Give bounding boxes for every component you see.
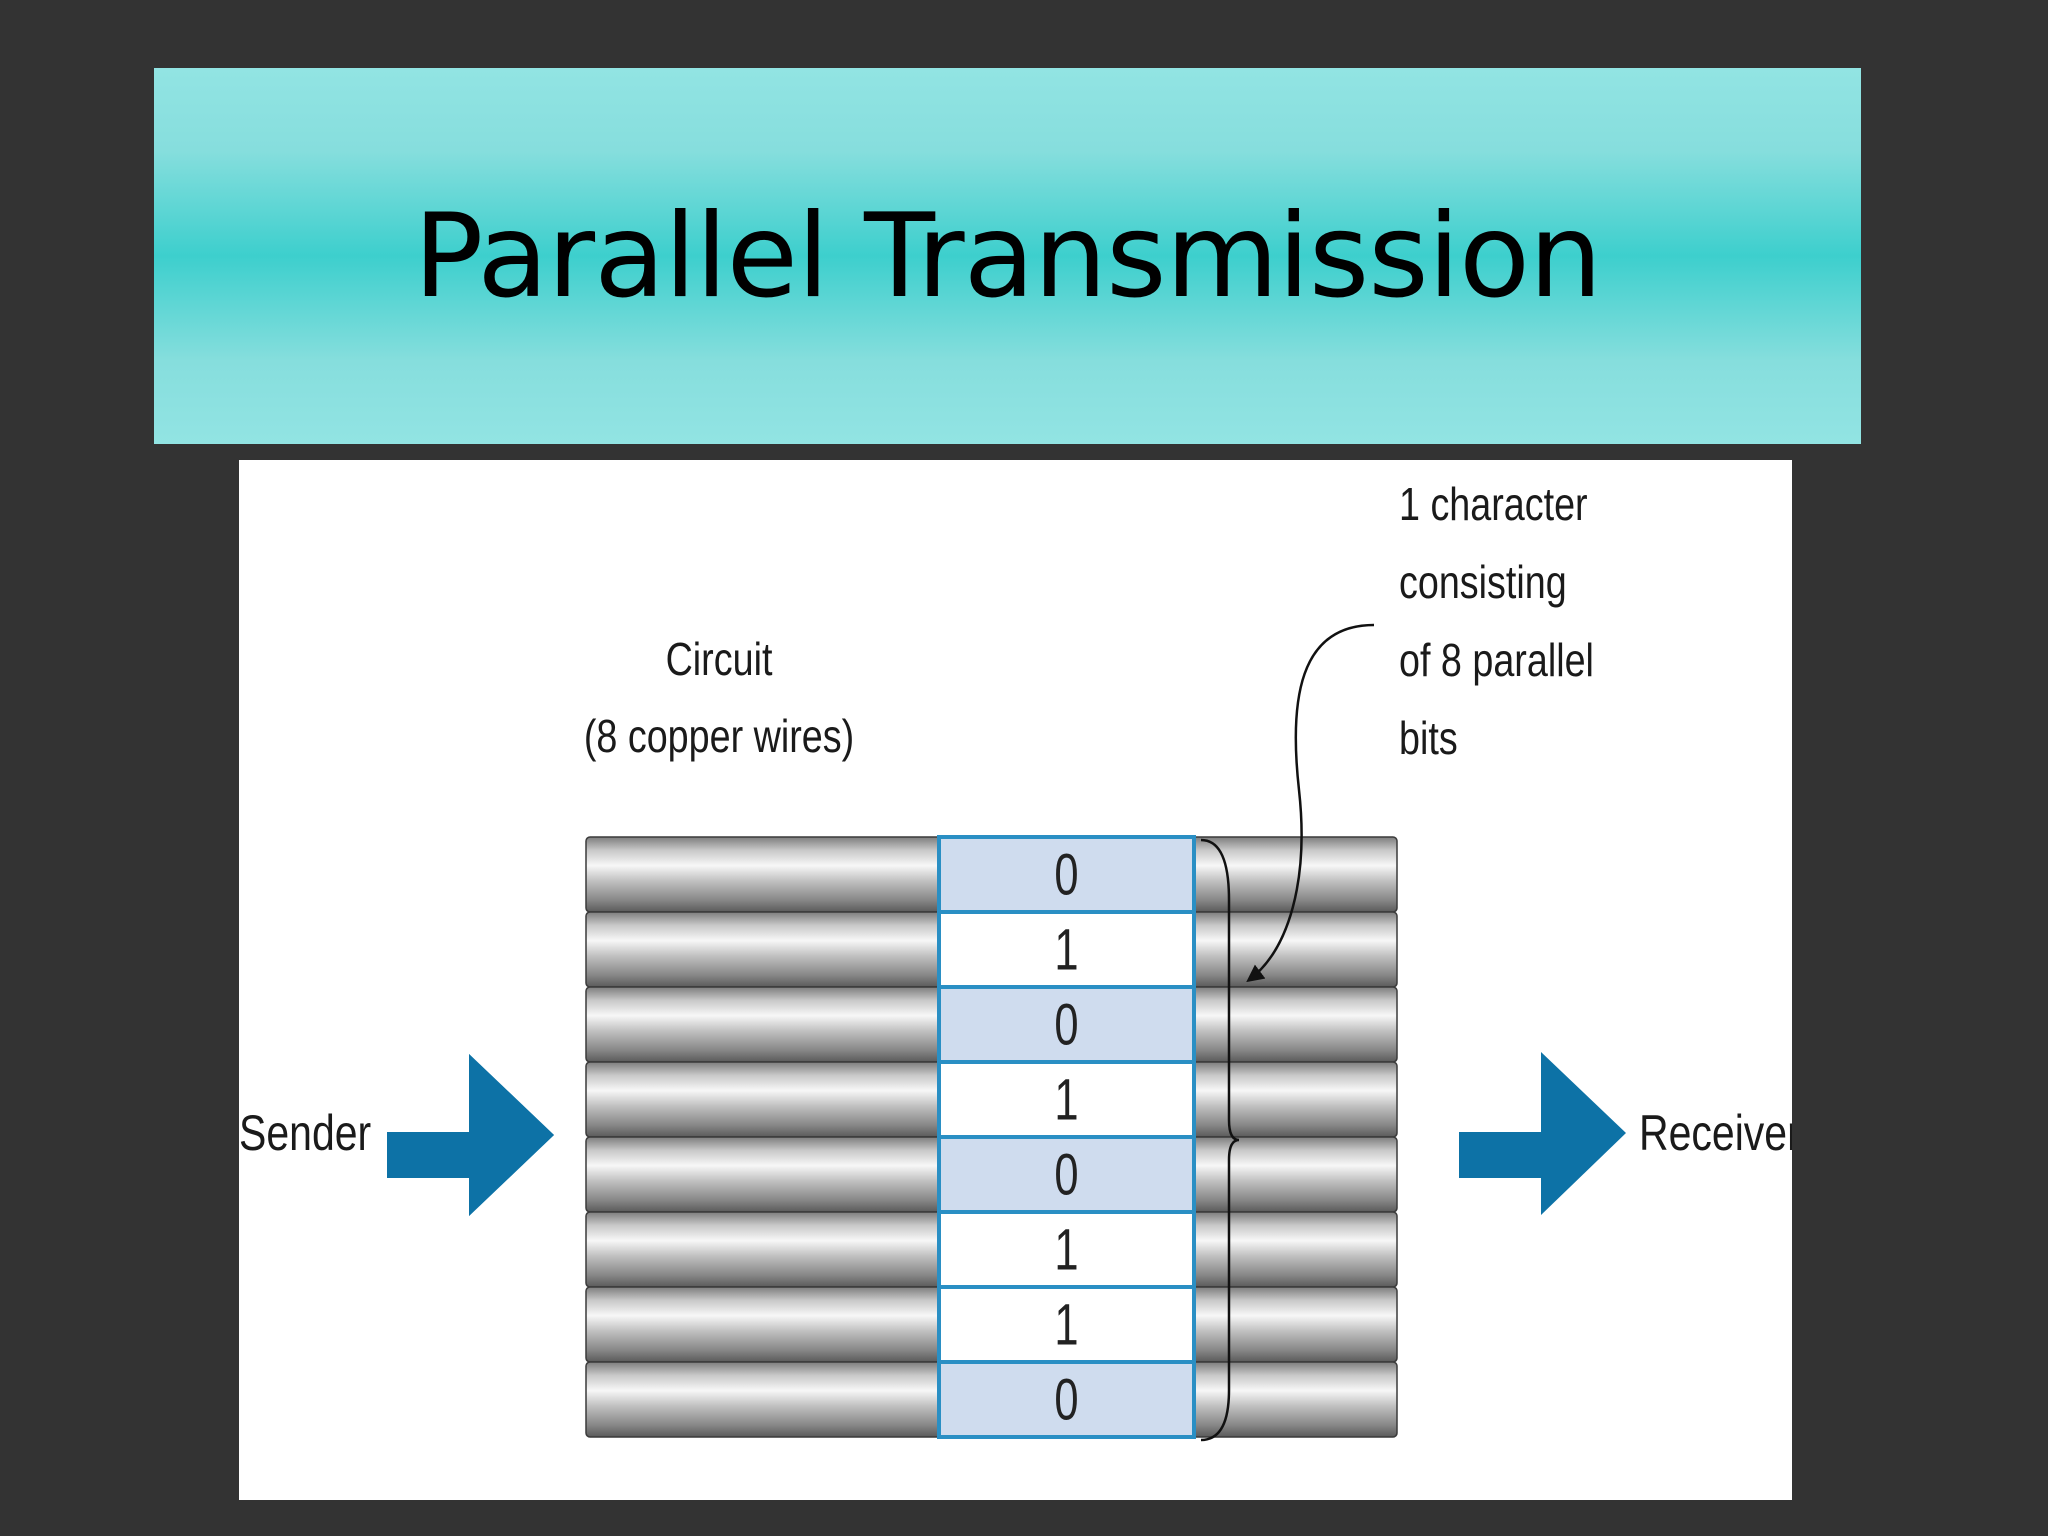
bit-box xyxy=(937,1360,1196,1439)
bit-value: 1 xyxy=(1054,1067,1078,1131)
character-pointer-arrow xyxy=(1246,623,1375,983)
title-banner: Parallel Transmission xyxy=(154,68,1861,444)
bit-value: 0 xyxy=(1054,1142,1078,1206)
bit-box xyxy=(937,1060,1196,1139)
bit-box xyxy=(937,1135,1196,1214)
bit-value: 0 xyxy=(1054,992,1078,1056)
bit-boxes: 0 1 0 1 0 1 1 0 xyxy=(937,835,1196,1439)
bit-box xyxy=(937,1210,1196,1289)
bit-value: 1 xyxy=(1054,1217,1078,1281)
sender-label: Sender xyxy=(239,1105,371,1161)
character-brace xyxy=(1200,838,1240,1442)
bit-value: 0 xyxy=(1054,1367,1078,1431)
bit-box xyxy=(937,985,1196,1064)
diagram-panel: 0 1 0 1 0 1 1 0 Circuit (8 copper wires) 1 char… xyxy=(239,460,1792,1500)
bit-box xyxy=(937,835,1196,914)
character-label-line-4: bits xyxy=(1399,712,1458,763)
receiver-arrow xyxy=(1459,1052,1626,1215)
receiver-label: Receiver xyxy=(1639,1105,1792,1161)
circuit-sublabel: (8 copper wires) xyxy=(584,710,854,761)
slide-title: Parallel Transmission xyxy=(413,188,1603,324)
character-label-line-3: of 8 parallel xyxy=(1399,634,1594,685)
bit-value: 1 xyxy=(1054,1292,1078,1356)
circuit-label: Circuit xyxy=(666,633,773,684)
parallel-transmission-diagram: 0 1 0 1 0 1 1 0 Circuit (8 copper wires) 1 char… xyxy=(239,478,1792,1442)
character-label-line-1: 1 character xyxy=(1399,478,1588,529)
sender-arrow-fill xyxy=(387,1054,554,1216)
bit-value: 1 xyxy=(1054,917,1078,981)
bit-box xyxy=(937,1285,1196,1364)
character-label-line-2: consisting xyxy=(1399,556,1567,607)
bit-box xyxy=(937,910,1196,989)
bit-value: 0 xyxy=(1054,842,1078,906)
